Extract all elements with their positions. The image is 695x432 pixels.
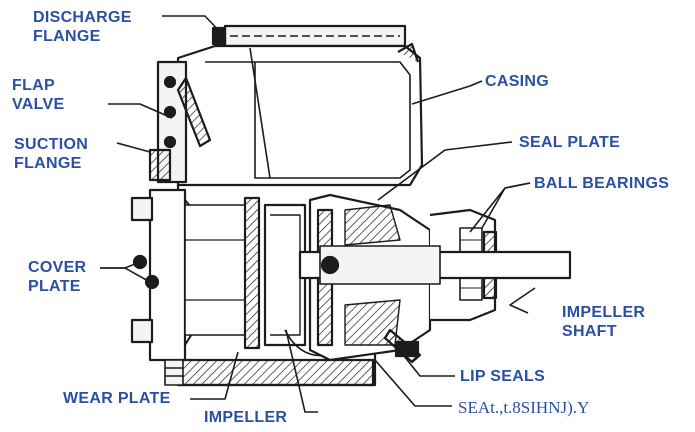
cover-plate-label-line-2: PLATE [28, 278, 81, 295]
discharge-flange-shape [211, 24, 407, 48]
flap-valve-shape [148, 60, 212, 184]
leader-lines [100, 15, 536, 413]
impeller-label: IMPELLER [204, 409, 288, 426]
casing-label: CASING [485, 73, 550, 90]
wear-plate-label: WEAR PLATE [63, 390, 171, 407]
discharge-flange-label-line-2: FLANGE [33, 28, 101, 45]
impeller-shaft-shape [298, 245, 572, 285]
seal-plate-label: SEAL PLATE [519, 134, 621, 151]
impeller-shaft-label-line-2: SHAFT [562, 323, 617, 340]
cover-plate-label-line-1: COVER [28, 259, 87, 276]
cover-plate-shape [130, 188, 246, 362]
discharge-flange-label: DISCHARGE FLANGE [33, 8, 132, 46]
impeller-shaft-label-line-1: IMPELLER [562, 304, 646, 321]
suction-flange-label-line-2: FLANGE [14, 155, 82, 172]
flap-valve-label-line-2: VALVE [12, 96, 65, 113]
fastener-shapes [164, 359, 184, 386]
flap-valve-label: FLAP VALVE [12, 76, 64, 114]
seal-assembly-label: SEAt.,t.8SIHNJ).Y [458, 398, 590, 417]
lip-seals-shape [383, 328, 422, 364]
discharge-flange-label-line-1: DISCHARGE [33, 9, 132, 26]
wear-plate-shape [243, 196, 261, 350]
suction-flange-label-line-1: SUCTION [14, 136, 89, 153]
impeller-shaft-label: IMPELLER SHAFT [562, 303, 645, 341]
suction-flange-label: SUCTION FLANGE [14, 135, 88, 173]
lip-seals-label: LIP SEALS [460, 368, 546, 385]
flap-valve-label-line-1: FLAP [12, 77, 55, 94]
cover-plate-label: COVER PLATE [28, 258, 86, 296]
ball-bearings-label: BALL BEARINGS [534, 175, 670, 192]
